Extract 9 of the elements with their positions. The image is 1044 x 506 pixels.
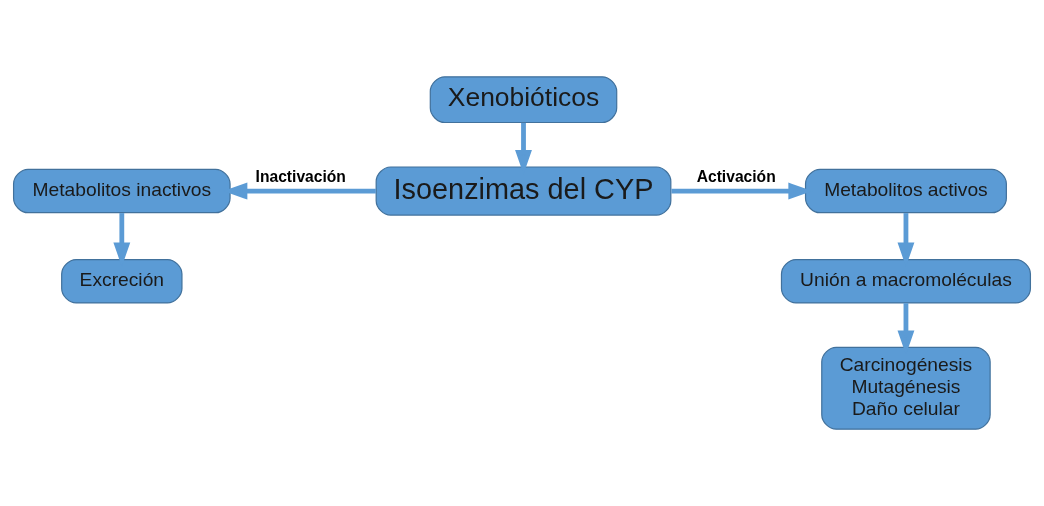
node-box: Isoenzimas del CYP xyxy=(375,166,672,216)
node-box: Metabolitos inactivos xyxy=(13,168,231,214)
node-box: Carcinogénesis Mutagénesis Daño celular xyxy=(821,346,991,430)
edge-label: Activación xyxy=(696,167,776,185)
node-box: Xenobióticos xyxy=(429,76,618,124)
edge-label: Inactivación xyxy=(255,167,346,185)
node-box: Excreción xyxy=(61,259,183,304)
node-box: Metabolitos activos xyxy=(804,168,1007,214)
node-box: Unión a macromoléculas xyxy=(780,259,1031,304)
